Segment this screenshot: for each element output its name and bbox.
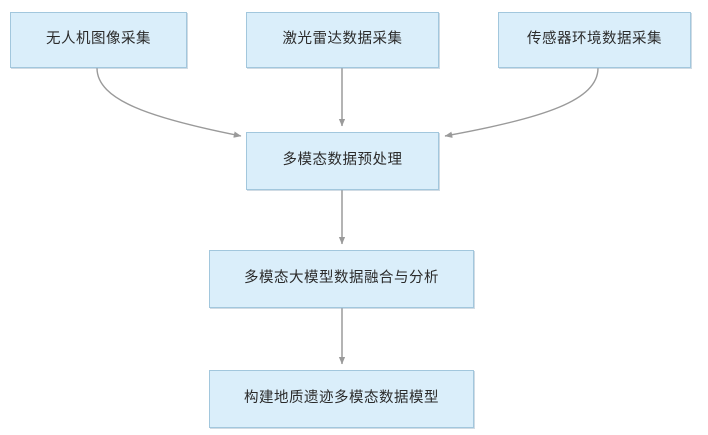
node-lidar-data-capture[interactable]: 激光雷达数据采集: [246, 12, 439, 68]
node-label: 构建地质遗迹多模态数据模型: [244, 390, 439, 407]
edge-uav-to-preprocess: [96, 67, 242, 138]
node-label: 多模态数据预处理: [282, 152, 403, 169]
node-label: 传感器环境数据采集: [527, 31, 662, 48]
node-build-geoheritage-multimodal-data-model[interactable]: 构建地质遗迹多模态数据模型: [209, 370, 474, 428]
node-label: 多模态大模型数据融合与分析: [244, 270, 439, 287]
node-label: 无人机图像采集: [46, 31, 151, 48]
edge-sensor-to-preprocess: [444, 67, 599, 138]
node-multimodal-large-model-fusion-analysis[interactable]: 多模态大模型数据融合与分析: [209, 250, 474, 308]
node-multimodal-data-preprocessing[interactable]: 多模态数据预处理: [246, 132, 439, 190]
node-label: 激光雷达数据采集: [282, 31, 403, 48]
node-uav-image-capture[interactable]: 无人机图像采集: [10, 12, 187, 68]
node-sensor-environment-data-capture[interactable]: 传感器环境数据采集: [498, 12, 691, 68]
